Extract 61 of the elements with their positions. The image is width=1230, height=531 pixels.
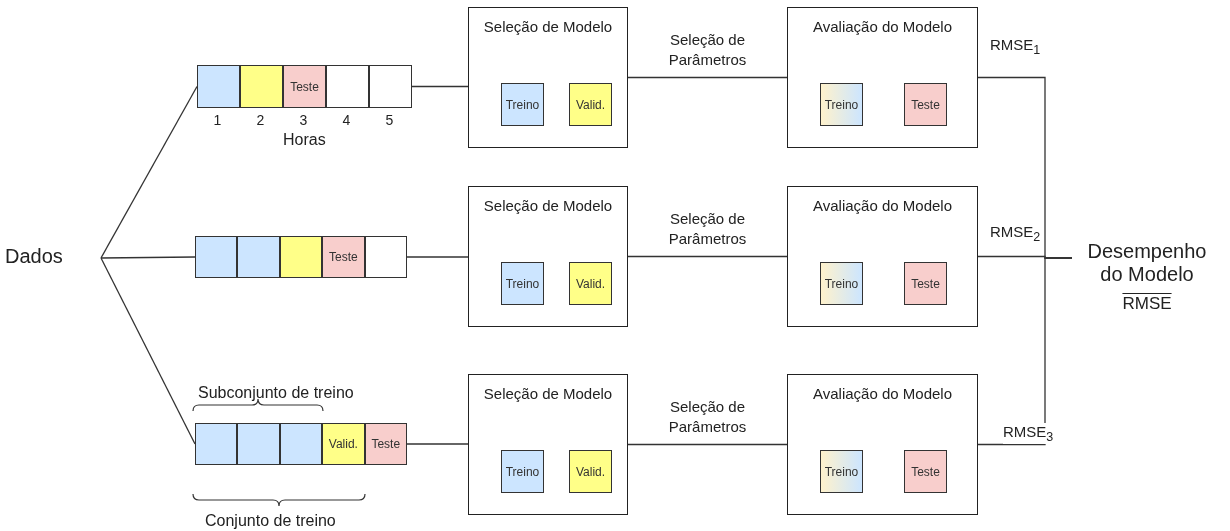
test-block: Teste [283,65,326,108]
validation-block: Valid. [569,83,612,126]
box-title: Avaliação do Modelo [812,18,953,35]
edge-label: RMSE$_{3}$ [1003,422,1054,444]
connector-line [100,257,196,445]
connector-line [100,85,198,259]
box-title: Avaliação do Modelo [812,197,953,214]
box-title: Seleção de Modelo [482,385,614,402]
training-block: Treino [501,83,544,126]
test-block: Teste [904,262,947,305]
connector-line [406,256,469,258]
box-title: Seleção de Modelo [482,18,614,35]
connector-line [100,256,196,259]
training-block [237,236,280,278]
hour-number: 1 [213,112,222,128]
test-block: Teste [904,83,947,126]
hour-number: 2 [256,112,265,128]
performance-label: Desempenho do Modelo [1086,240,1208,286]
model-evaluation-box [787,374,978,515]
data-label: Dados [5,245,101,271]
model-evaluation-box [787,7,978,148]
connector-line [411,85,469,88]
connector-line [627,255,788,258]
test-block: Teste [904,450,947,493]
training-block: Treino [820,262,863,305]
bracket-label: Subconjunto de treino [198,384,354,402]
validation-block [279,236,323,278]
box-title: Seleção de Modelo [482,197,614,214]
model-selection-box [468,186,628,327]
training-block: Treino [501,450,544,493]
model-evaluation-box [787,186,978,327]
hour-number: 3 [299,112,308,128]
connector-line [627,443,788,446]
time-block [369,65,412,108]
connector-line [406,443,469,445]
validation-block: Valid. [569,450,612,493]
training-block [195,236,238,278]
training-block: Treino [501,262,544,305]
training-block: Treino [820,83,863,126]
mean-rmse-label: RMSE [1122,294,1172,314]
training-block: Treino [820,450,863,493]
test-block: Teste [322,236,365,278]
time-block [326,65,369,108]
hour-number: 4 [342,112,351,128]
validation-block [240,65,283,108]
bracket-label: Conjunto de treino [205,512,336,530]
model-selection-box [468,7,628,148]
connector-line [977,257,1073,446]
training-block [197,65,240,108]
training-block [237,423,280,465]
validation-block: Valid. [322,423,365,465]
model-selection-box [468,374,628,515]
hour-number: 5 [385,112,394,128]
validation-block: Valid. [569,262,612,305]
connector-line [627,76,788,79]
training-block [279,423,323,465]
axis-label: Horas [283,131,326,149]
test-block: Teste [364,423,407,465]
box-title: Avaliação do Modelo [812,385,953,402]
time-block [364,236,407,278]
training-block [195,423,238,465]
